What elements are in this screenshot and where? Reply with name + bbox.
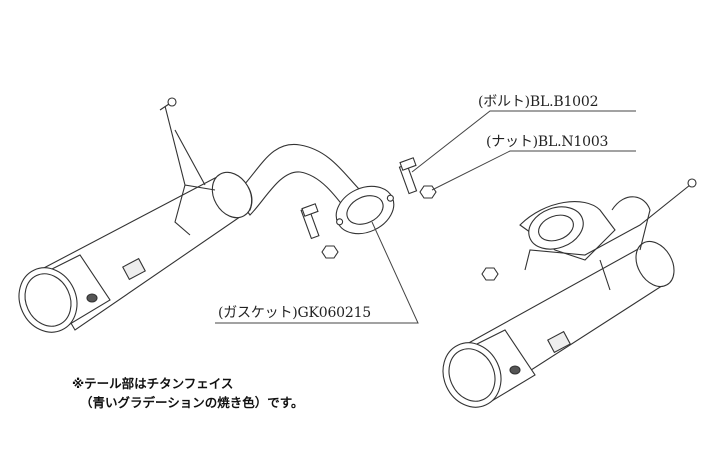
left-muffler (18, 97, 395, 333)
bolt-label: (ボルト)BL.B1002 (478, 94, 599, 110)
gasket-label: (ガスケット)GK060215 (218, 305, 372, 321)
note-line-1: ※テール部はチタンフェイス (72, 376, 234, 391)
leader-lines (215, 110, 636, 324)
nut-label: (ナット)BL.N1003 (486, 134, 609, 150)
note-line-2: （青いグラデーションの焼き色）です。 (80, 395, 304, 410)
right-muffler (442, 178, 697, 408)
